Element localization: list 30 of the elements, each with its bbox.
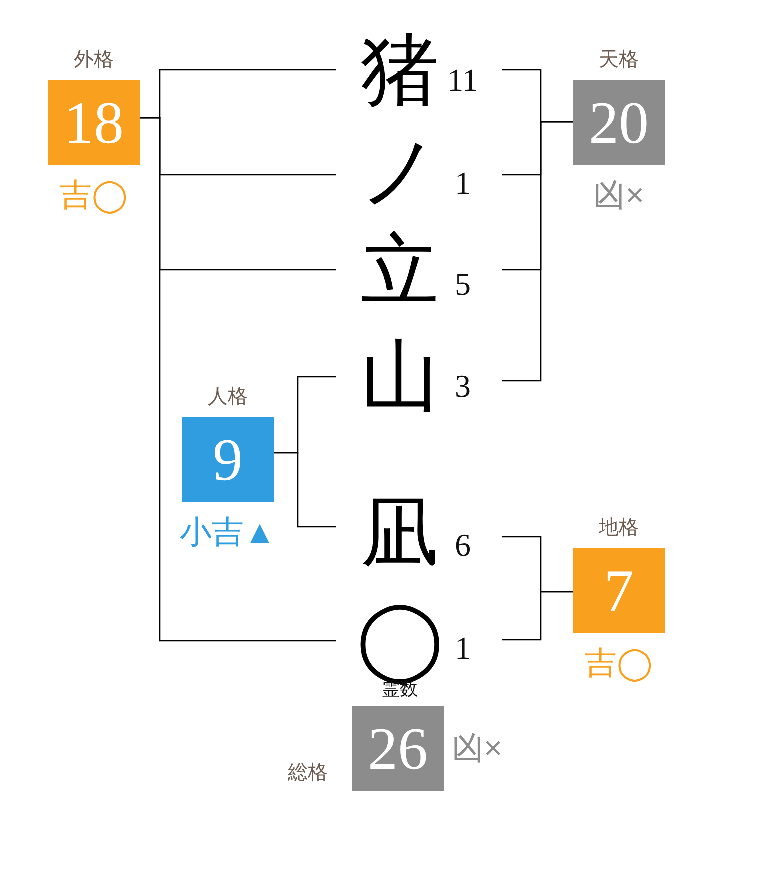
category-label: 総格 bbox=[288, 762, 328, 784]
stroke-count: 1 bbox=[455, 632, 471, 664]
stroke-count: 1 bbox=[455, 167, 471, 199]
bracket-line bbox=[274, 452, 336, 528]
category-label: 地格 bbox=[599, 517, 639, 539]
stroke-count: 6 bbox=[455, 529, 471, 561]
fortune-rating: 吉◯ bbox=[60, 177, 128, 214]
name-character: ノ bbox=[360, 127, 440, 217]
fortune-rating: 吉◯ bbox=[585, 645, 653, 682]
score-tile: 7 bbox=[573, 548, 665, 633]
fortune-rating: 凶× bbox=[594, 177, 644, 214]
score-tile: 9 bbox=[182, 417, 274, 502]
bracket-line bbox=[502, 591, 573, 641]
score-tile: 20 bbox=[573, 80, 665, 165]
fortune-rating: 小吉▲ bbox=[180, 514, 276, 551]
name-character: 猪 bbox=[361, 26, 439, 116]
stroke-count: 5 bbox=[455, 268, 471, 300]
category-label: 人格 bbox=[208, 386, 248, 408]
stroke-count: 11 bbox=[448, 64, 478, 96]
name-character: 立 bbox=[361, 226, 439, 316]
score-tile: 18 bbox=[48, 80, 140, 165]
category-label: 天格 bbox=[599, 49, 639, 71]
score-tile: 26 bbox=[352, 706, 444, 791]
bracket-line bbox=[140, 117, 336, 642]
fortune-rating: 凶× bbox=[452, 730, 503, 767]
bracket-line bbox=[502, 121, 573, 382]
category-label: 外格 bbox=[74, 49, 114, 71]
name-character: 山 bbox=[361, 332, 439, 422]
stroke-count: 3 bbox=[455, 370, 471, 402]
name-character: 凪 bbox=[361, 489, 439, 579]
